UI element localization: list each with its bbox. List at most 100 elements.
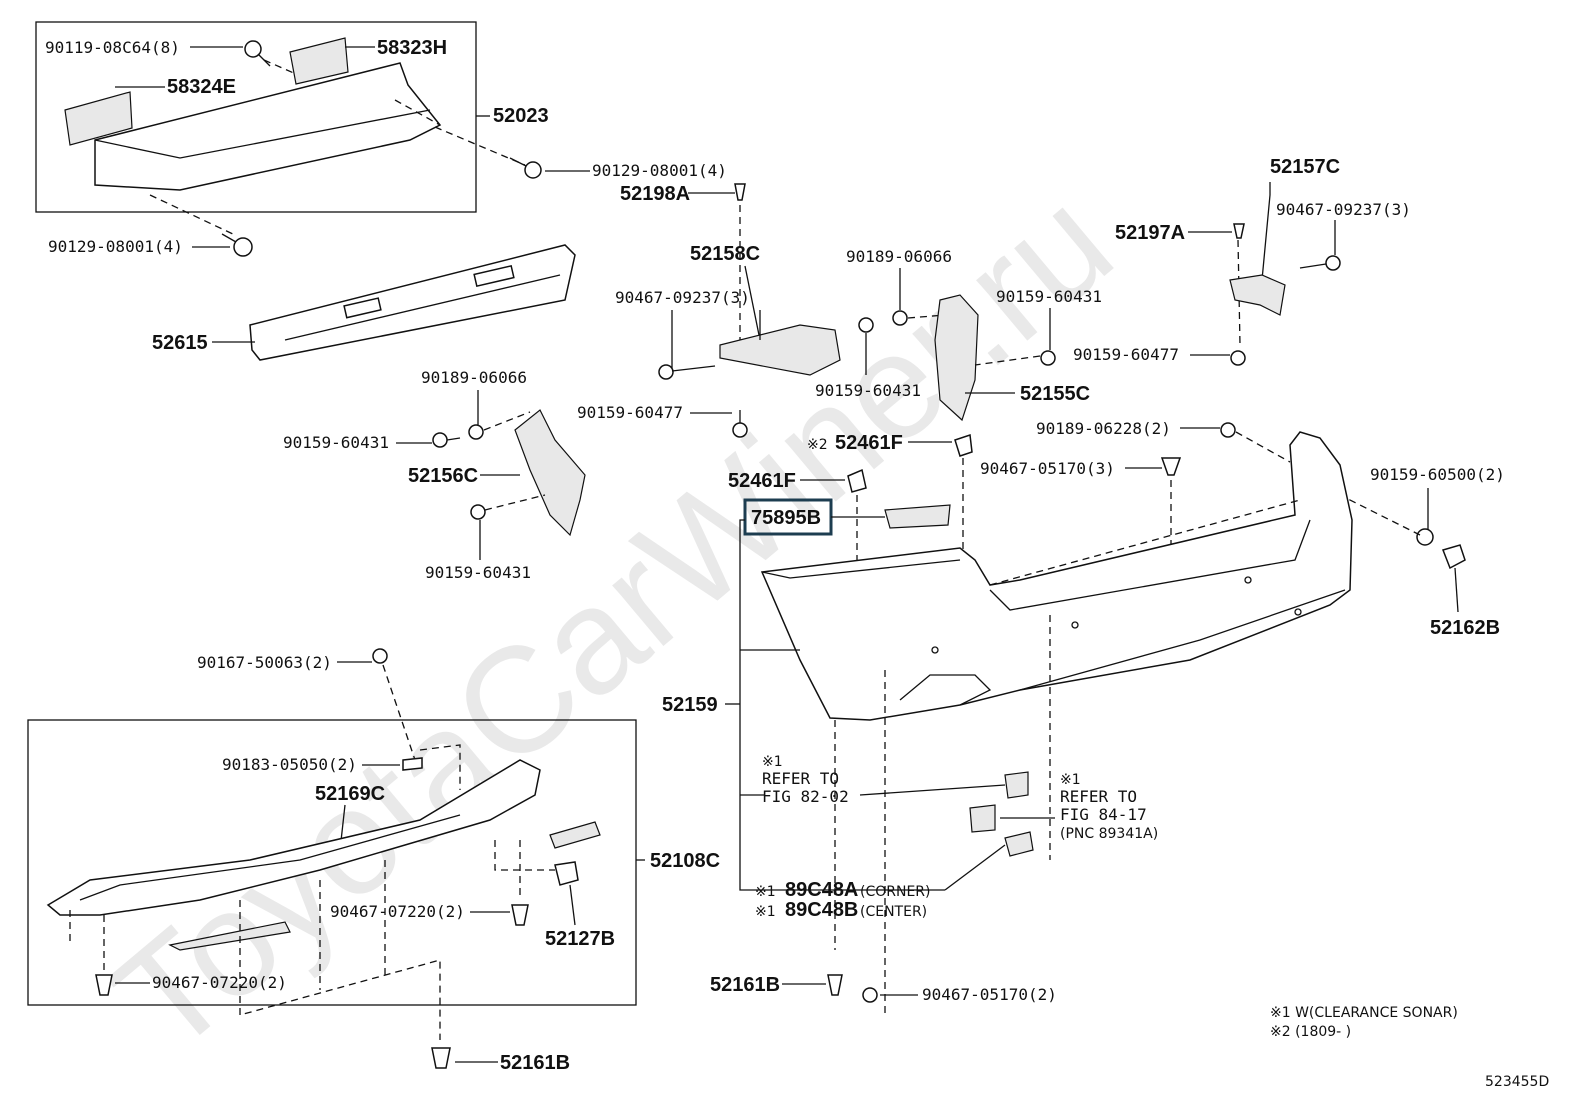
bolt-icon <box>470 504 486 520</box>
bolt-icon <box>509 157 542 179</box>
clip-icon <box>95 974 113 996</box>
refer-right-line3: (PNC 89341A) <box>1060 826 1158 842</box>
mark1-sonar-b: ※1 <box>755 904 776 920</box>
nut-icon <box>1220 422 1236 438</box>
label-90159-60500: 90159-60500(2) <box>1370 465 1505 484</box>
bracket-52156c <box>514 409 586 537</box>
reinforcement-beam <box>94 62 442 191</box>
pad-icon <box>954 433 973 457</box>
label-90189-06066-left: 90189-06066 <box>421 368 527 387</box>
clip-icon <box>511 904 529 926</box>
legend-note-1: ※1 W(CLEARANCE SONAR) <box>1270 1005 1458 1021</box>
lower-garnish-52169c <box>46 759 541 916</box>
label-90467-05170-upper: 90467-05170(3) <box>980 459 1115 478</box>
refer-left-line1: REFER TO <box>762 769 839 788</box>
label-75895b: 75895B <box>751 507 821 529</box>
label-90119-08c64: 90119-08C64(8) <box>45 38 180 57</box>
label-90159-60431-right: 90159-60431 <box>996 287 1102 306</box>
cap-icon <box>1442 544 1466 570</box>
label-90159-60431-center: 90159-60431 <box>815 381 921 400</box>
bracket-58324e <box>64 91 133 146</box>
figure-id: 523455D <box>1485 1074 1549 1090</box>
sensor-bracket-icon <box>1004 831 1034 857</box>
label-58323h: 58323H <box>377 37 447 59</box>
label-90189-06066-center: 90189-06066 <box>846 247 952 266</box>
label-52157c: 52157C <box>1270 156 1340 178</box>
label-52461f-upper: 52461F <box>835 432 903 454</box>
garnish-piece-52127b <box>549 821 601 849</box>
refer-left-line2: FIG 82-02 <box>762 787 849 806</box>
bracket-52157c <box>1229 274 1286 316</box>
label-89c48a: 89C48A <box>785 879 858 901</box>
label-89c48a-note: (CORNER) <box>860 884 931 900</box>
label-52158c: 52158C <box>690 243 760 265</box>
pin-icon <box>658 364 716 380</box>
clip-icon <box>862 987 878 1003</box>
bolt-icon <box>244 40 271 67</box>
clip-icon <box>734 183 746 201</box>
label-52127b: 52127B <box>545 928 615 950</box>
clip-icon <box>1160 457 1182 476</box>
bracket-52155c <box>934 294 979 422</box>
label-90129-08001-left: 90129-08001(4) <box>48 237 183 256</box>
bolt-icon <box>1416 528 1434 546</box>
label-90183-05050: 90183-05050(2) <box>222 755 357 774</box>
bolt-icon <box>858 317 874 333</box>
mark1-refer-right: ※1 <box>1060 772 1081 788</box>
refer-right-line1: REFER TO <box>1060 787 1137 806</box>
bolt-icon <box>1230 350 1246 366</box>
label-89c48b-note: (CENTER) <box>860 904 927 920</box>
label-52197a: 52197A <box>1115 222 1185 244</box>
reflector-75895b <box>884 504 951 529</box>
label-89c48b: 89C48B <box>785 899 858 921</box>
refer-right-line2: FIG 84-17 <box>1060 805 1147 824</box>
clip-icon <box>827 974 843 996</box>
clip-icon <box>1233 223 1245 239</box>
plate-58323h <box>289 37 349 85</box>
bolt-icon <box>732 410 748 438</box>
mark1-sonar-a: ※1 <box>755 884 776 900</box>
label-90189-06228: 90189-06228(2) <box>1036 419 1171 438</box>
mark1-refer-left: ※1 <box>762 754 783 770</box>
clip-icon <box>431 1047 451 1069</box>
label-52023: 52023 <box>493 105 549 127</box>
label-52159: 52159 <box>662 694 718 716</box>
mark2-52461f: ※2 <box>807 437 828 453</box>
label-52156c: 52156C <box>408 465 478 487</box>
connector-icon <box>1004 771 1029 799</box>
label-90467-05170-lower: 90467-05170(2) <box>922 985 1057 1004</box>
bolt-icon <box>1040 350 1056 366</box>
label-52169c: 52169C <box>315 783 385 805</box>
legend-note-2: ※2 (1809- ) <box>1270 1024 1351 1040</box>
label-52161b-center: 52161B <box>710 974 780 996</box>
nut-icon <box>468 424 484 440</box>
clip-icon <box>402 757 423 771</box>
lower-garnish-group-box <box>27 719 637 1006</box>
bolt-icon <box>432 432 461 448</box>
label-52161b-bottom: 52161B <box>500 1052 570 1074</box>
label-52615: 52615 <box>152 332 208 354</box>
label-90159-60431-lower-left: 90159-60431 <box>425 563 531 582</box>
clip-icon <box>554 861 579 886</box>
label-90159-60431-upper-left: 90159-60431 <box>283 433 389 452</box>
garnish-piece-lower <box>168 921 291 951</box>
label-52155c: 52155C <box>1020 383 1090 405</box>
label-52198a: 52198A <box>620 183 690 205</box>
label-90467-07220-inner: 90467-07220(2) <box>330 902 465 921</box>
label-52108c: 52108C <box>650 850 720 872</box>
label-58324e: 58324E <box>167 76 236 98</box>
label-90159-60477-center: 90159-60477 <box>577 403 683 422</box>
label-90167-50063: 90167-50063(2) <box>197 653 332 672</box>
label-90129-08001-right: 90129-08001(4) <box>592 161 727 180</box>
pad-icon <box>847 468 867 493</box>
energy-absorber-52615 <box>249 244 576 361</box>
label-52162b: 52162B <box>1430 617 1500 639</box>
sensor-icon <box>969 804 996 833</box>
label-90467-07220-lower: 90467-07220(2) <box>152 973 287 992</box>
bolt-icon <box>221 233 253 257</box>
bracket-52158c <box>719 324 841 376</box>
label-52461f-lower: 52461F <box>728 470 796 492</box>
label-90159-60477-right: 90159-60477 <box>1073 345 1179 364</box>
reinforcement-group-box <box>35 21 477 213</box>
